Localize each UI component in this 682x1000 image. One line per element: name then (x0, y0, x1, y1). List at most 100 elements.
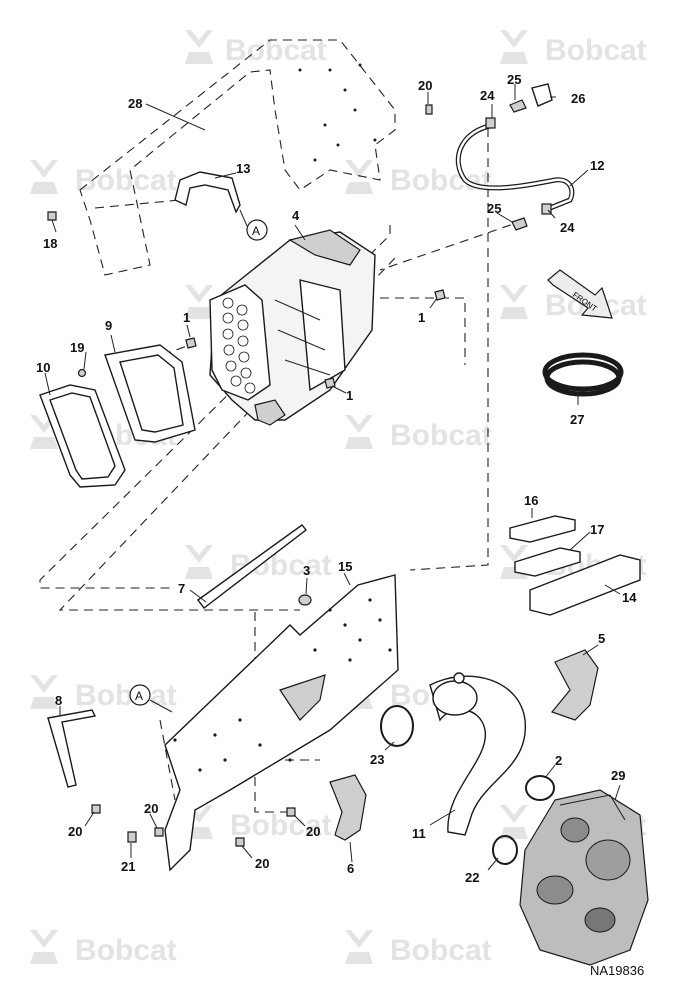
callout-29: 29 (611, 768, 625, 783)
part-1-clip-left (185, 337, 197, 349)
callout-1: 1 (418, 310, 425, 325)
part-14-foam (529, 554, 641, 616)
part-18-nut (47, 211, 57, 221)
part-12-hose (455, 83, 575, 231)
callout-24: 24 (480, 88, 495, 103)
callout-8: 8 (55, 693, 62, 708)
part-20-bolt-top (425, 104, 433, 115)
part-20-bolt-mid (154, 827, 164, 837)
part-21-bolt (127, 831, 137, 843)
callout-5: 5 (598, 631, 605, 646)
part-27-hose-coil (542, 352, 624, 397)
callout-14: 14 (622, 590, 637, 605)
callout-25: 25 (507, 72, 521, 87)
watermark-text: Bobcat (75, 679, 177, 712)
drawing-reference: NA19836 (590, 963, 644, 978)
part-23-clamp (380, 705, 414, 747)
part-9-gasket-frame (104, 344, 196, 443)
part-1-clip-bottom (324, 377, 336, 389)
part-1-clip-right (434, 289, 446, 301)
part-20-bolt-right (286, 807, 296, 817)
part-15-panel (164, 574, 399, 872)
watermark-text: Bobcat (230, 809, 332, 842)
bobcat-logo-icon (185, 545, 213, 579)
callout-11: 11 (412, 826, 426, 841)
part-8-seal-strip (47, 709, 97, 788)
callout-21: 21 (121, 859, 135, 874)
leader-lines (44, 84, 621, 871)
callout-25: 25 (487, 201, 501, 216)
callout-9: 9 (105, 318, 112, 333)
panel-opening (279, 674, 326, 721)
bobcat-logo-icon (500, 30, 528, 64)
watermark-text: Bobcat (545, 34, 647, 67)
detail-marker-a-upper: A (239, 209, 268, 241)
bobcat-logo-icon (345, 160, 373, 194)
part-22-clamp (492, 835, 518, 865)
watermark-text: Bobcat (390, 934, 492, 967)
callout-1: 1 (183, 310, 190, 325)
detail-marker-label: A (252, 224, 260, 238)
part-20-bolt-left (91, 804, 101, 814)
callout-15: 15 (338, 559, 352, 574)
callout-labels: 1 1 1 2 3 4 5 6 7 8 9 10 11 12 13 14 15 … (36, 72, 637, 885)
part-3-grommet (298, 594, 312, 606)
watermark-text: Bobcat (75, 164, 177, 197)
part-25-fitting-top (509, 99, 527, 113)
callout-10: 10 (36, 360, 50, 375)
part-29-engine (519, 789, 649, 966)
part-16-foam (509, 515, 576, 543)
callout-6: 6 (347, 861, 354, 876)
part-25-fitting-bottom (511, 217, 528, 231)
callout-13: 13 (236, 161, 250, 176)
callout-1: 1 (346, 388, 353, 403)
hardware (47, 104, 465, 847)
detail-marker-label: A (135, 689, 143, 703)
part-17-foam (514, 547, 581, 577)
callout-27: 27 (570, 412, 584, 427)
watermark-text: Bobcat (390, 419, 492, 452)
part-2-clamp (525, 775, 555, 801)
detail-marker-a-lower: A (129, 684, 173, 713)
callout-20: 20 (144, 801, 158, 816)
bobcat-logo-icon (30, 160, 58, 194)
part-7-strip (197, 524, 307, 609)
bobcat-logo-icon (30, 930, 58, 964)
watermark-text: Bobcat (390, 164, 492, 197)
callout-2: 2 (555, 753, 562, 768)
bobcat-logo-icon (185, 30, 213, 64)
callout-26: 26 (571, 91, 585, 106)
bobcat-logo-icon (345, 415, 373, 449)
callout-20: 20 (68, 824, 82, 839)
callout-24: 24 (560, 220, 575, 235)
watermark-text: Bobcat (225, 34, 327, 67)
part-24-clamp-bottom (541, 203, 552, 215)
callout-28: 28 (128, 96, 142, 111)
part-28-upper-shroud (79, 39, 396, 276)
callout-7: 7 (178, 581, 185, 596)
tube-port (453, 672, 465, 684)
callout-3: 3 (303, 563, 310, 578)
part-6-elbow (329, 774, 367, 841)
callout-12: 12 (590, 158, 604, 173)
callout-18: 18 (43, 236, 57, 251)
part-20-bolt-low (235, 837, 245, 847)
part-5-elbow (550, 649, 599, 721)
part-10-seal (39, 384, 126, 488)
callout-23: 23 (370, 752, 384, 767)
bobcat-logo-icon (500, 285, 528, 319)
bobcat-logo-icon (500, 805, 528, 839)
callout-20: 20 (306, 824, 320, 839)
part-19-screw (77, 368, 87, 378)
callout-20: 20 (418, 78, 432, 93)
callout-16: 16 (524, 493, 538, 508)
callout-20: 20 (255, 856, 269, 871)
bobcat-logo-icon (30, 675, 58, 709)
part-24-clamp-top (485, 117, 496, 129)
part-4-air-cleaner (209, 229, 376, 426)
watermark-text: Bobcat (75, 934, 177, 967)
part-13-bracket (174, 171, 241, 214)
callout-4: 4 (292, 208, 300, 223)
callout-22: 22 (465, 870, 479, 885)
